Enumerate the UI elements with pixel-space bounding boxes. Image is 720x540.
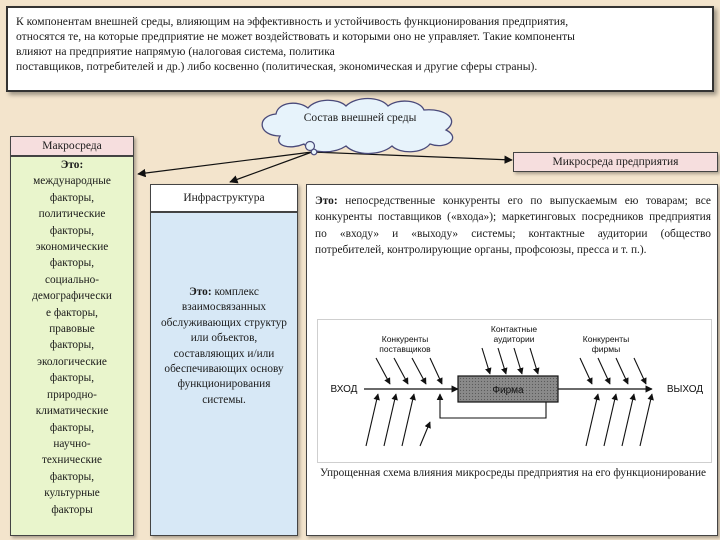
label-firm-competitors-2: фирмы xyxy=(592,344,620,354)
label-contact-audiences-2: аудитории xyxy=(493,334,534,344)
intro-line-3: влияют на предприятие напрямую (налогова… xyxy=(16,45,335,58)
intro-line-1: К компонентам внешней среды, влияющим на… xyxy=(16,15,569,28)
label-firm: Фирма xyxy=(492,385,524,396)
macro-line: научно- xyxy=(53,437,91,450)
micro-definition: непосредственные конкуренты его по выпус… xyxy=(315,195,711,256)
macro-line: социально- xyxy=(44,273,100,286)
infra-text: комплекс взаимосвязанных обслуживающих с… xyxy=(161,286,287,406)
macro-line: природно- xyxy=(47,388,97,401)
label-firm-competitors: Конкуренты xyxy=(583,334,630,344)
macro-line: факторы, xyxy=(49,339,95,352)
infra-body: Это: комплекс взаимосвязанных обслуживаю… xyxy=(150,212,298,536)
macro-line: е факторы, xyxy=(45,306,98,319)
micro-lead: Это: xyxy=(315,195,338,207)
macro-line: факторы, xyxy=(49,224,95,237)
macro-line: факторы, xyxy=(49,191,95,204)
macro-line: экономические xyxy=(35,241,109,254)
label-supplier-competitors-2: поставщиков xyxy=(379,344,431,354)
macro-line: политические xyxy=(38,208,106,221)
micro-scheme-diagram: Конкуренты поставщиков Контактные аудито… xyxy=(317,319,712,463)
scheme-caption: Упрощенная схема влияния микросреды пред… xyxy=(319,467,707,479)
macro-line: климатические xyxy=(35,405,109,418)
macro-line: факторы, xyxy=(49,257,95,270)
macro-line: экологические xyxy=(37,355,107,368)
micro-header: Микросреда предприятия xyxy=(513,152,718,172)
intro-line-2: относятся те, на которые предприятие не … xyxy=(16,30,575,43)
intro-line-4: поставщиков, потребителей и др.) либо ко… xyxy=(16,60,538,73)
label-input: ВХОД xyxy=(331,384,358,395)
cloud-shape: Состав внешней среды xyxy=(250,96,470,160)
label-output: ВЫХОД xyxy=(667,384,703,395)
cloud-label: Состав внешней среды xyxy=(303,112,417,124)
macro-line: факторы xyxy=(51,503,93,516)
macro-line: международные xyxy=(33,175,111,188)
intro-text-box: К компонентам внешней среды, влияющим на… xyxy=(6,6,714,92)
firm-box xyxy=(457,375,559,403)
label-contact-audiences: Контактные xyxy=(491,324,537,334)
macro-lead: Это: xyxy=(60,159,84,171)
infra-lead: Это: xyxy=(189,286,212,298)
macro-line: факторы, xyxy=(49,421,95,434)
micro-body: Это: непосредственные конкуренты его по … xyxy=(306,184,718,536)
macro-line: демографически xyxy=(32,290,112,303)
macro-line: культурные xyxy=(44,487,100,500)
macro-line: факторы, xyxy=(49,372,95,385)
macro-line: факторы, xyxy=(49,470,95,483)
micro-text: Это: непосредственные конкуренты его по … xyxy=(315,193,711,258)
macro-line: правовые xyxy=(49,323,95,336)
macro-header: Макросреда xyxy=(10,136,134,156)
label-supplier-competitors: Конкуренты xyxy=(382,334,429,344)
macro-body: Это: международные факторы, политические… xyxy=(10,156,134,536)
infra-header: Инфраструктура xyxy=(150,184,298,212)
macro-line: технические xyxy=(41,454,103,467)
